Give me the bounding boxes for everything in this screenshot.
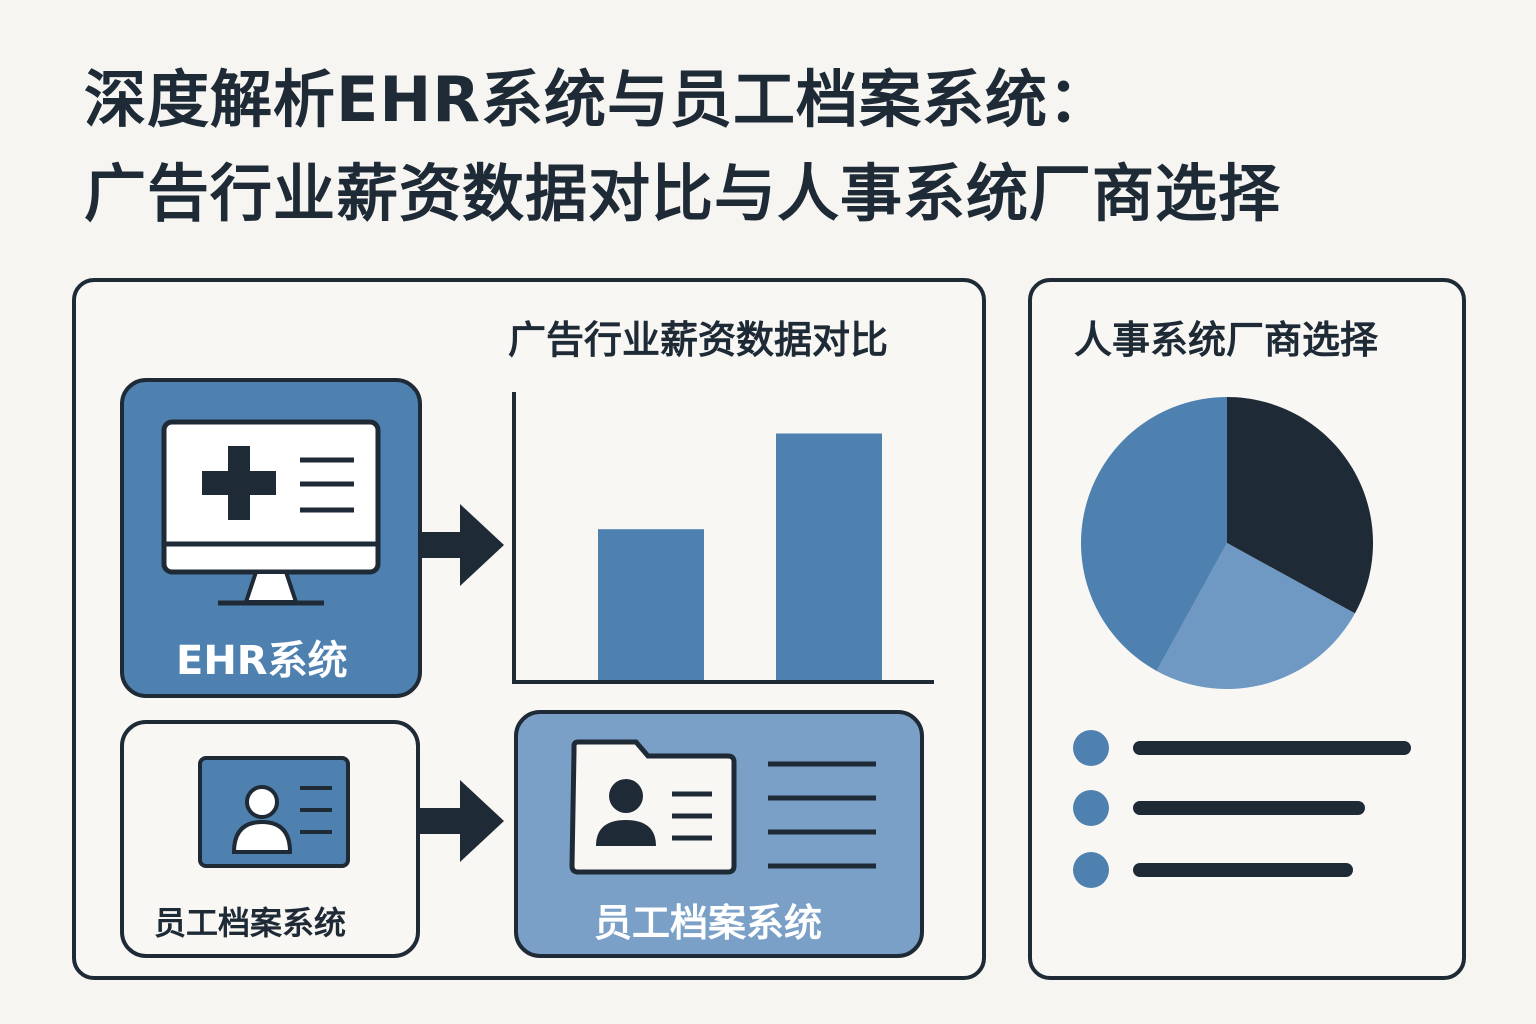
salary-chart-heading: 广告行业薪资数据对比 (508, 318, 889, 362)
arrow-right-icon (420, 780, 504, 862)
page-title-line-2: 广告行业薪资数据对比与人事系统厂商选择 (84, 157, 1282, 230)
salary-bar-chart (512, 392, 934, 684)
medical-cross-icon (202, 446, 276, 520)
vendor-pie-chart (1081, 397, 1373, 690)
id-card-icon (198, 756, 350, 868)
detail-lines (768, 761, 876, 869)
pie-slice-3 (1081, 397, 1227, 671)
employee-archive-system-label: 员工档案系统 (594, 901, 823, 945)
salary-bar-2 (776, 433, 882, 680)
user-icon (231, 785, 293, 854)
ehr-system-label: EHR系统 (176, 638, 348, 684)
monitor-icon (161, 419, 381, 606)
vendor-list (1073, 730, 1411, 888)
vendor-panel-heading: 人事系统厂商选择 (1074, 318, 1379, 362)
employee-archive-label: 员工档案系统 (154, 904, 347, 942)
bullet-dot-icon (1073, 852, 1109, 888)
pie-slice-2 (1156, 543, 1355, 690)
bullet-dot-icon (1073, 730, 1109, 766)
pie-slice-1 (1227, 397, 1373, 614)
folder-profile-icon (569, 739, 737, 875)
salary-bar-1 (598, 529, 704, 680)
page-title-line-1: 深度解析EHR系统与员工档案系统： (84, 63, 1111, 136)
arrow-right-icon (422, 504, 504, 586)
bullet-dot-icon (1073, 790, 1109, 826)
